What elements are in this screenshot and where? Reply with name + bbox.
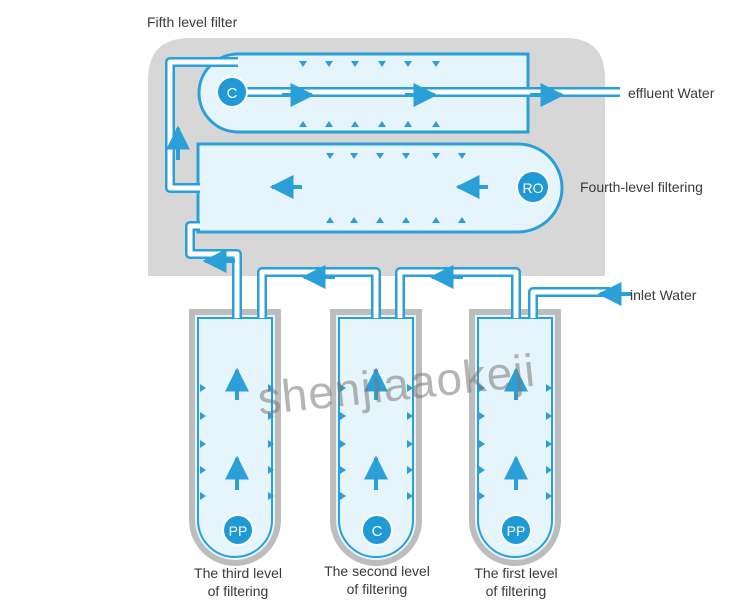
small-arrow-mark [404,121,412,127]
third-level-caption: The third level of filtering [168,564,308,600]
small-arrow-mark [404,61,412,67]
effluent-water-label: effluent Water [628,85,715,101]
second-inner-wall [338,317,414,558]
small-arrow-mark [325,121,333,127]
small-arrow-mark [432,153,440,159]
small-arrow-mark [200,412,206,420]
small-arrow-mark [458,217,466,223]
small-arrow-mark [268,384,274,392]
small-arrow-mark [432,217,440,223]
small-arrow-mark [326,153,334,159]
small-arrow-mark [378,61,386,67]
small-arrow-mark [407,412,413,420]
small-arrow-mark [432,121,440,127]
first-inner-wall [477,317,553,558]
third-inner-wall [197,317,273,558]
small-arrow-mark [546,440,552,448]
small-arrow-mark [340,412,346,420]
small-arrow-mark [479,492,485,500]
small-arrow-mark [350,217,358,223]
pp-third-label: PP [229,523,248,539]
third-level-caption-line1: The third level [194,565,282,581]
ro-filter-label: RO [523,180,544,196]
small-arrow-mark [326,217,334,223]
small-arrow-mark [340,440,346,448]
ro-filter-badge: RO [516,170,550,204]
small-arrow-mark [546,384,552,392]
small-arrow-mark [340,466,346,474]
pp-filter-badge-third: PP [222,514,254,546]
small-arrow-mark [479,384,485,392]
small-arrow-mark [376,153,384,159]
small-arrow-mark [479,440,485,448]
small-arrow-mark [299,121,307,127]
small-arrow-mark [407,466,413,474]
third-level-caption-line2: of filtering [207,583,269,599]
small-arrow-mark [350,153,358,159]
small-arrow-mark [200,466,206,474]
small-arrow-mark [402,153,410,159]
pp-filter-badge-first: PP [500,514,532,546]
c-filter-label: C [227,85,238,102]
second-level-caption: The second level of filtering [306,562,448,598]
small-arrow-mark [200,440,206,448]
small-arrow-mark [325,61,333,67]
ro-membrane-tube [196,142,564,234]
small-arrow-mark [546,466,552,474]
small-arrow-mark [340,492,346,500]
small-arrow-mark [407,384,413,392]
first-level-caption-line2: of filtering [485,583,547,599]
small-arrow-mark [299,61,307,67]
c-filter-badge-second: C [361,514,393,546]
small-arrow-mark [376,217,384,223]
small-arrow-mark [268,440,274,448]
small-arrow-mark [546,412,552,420]
small-arrow-mark [402,217,410,223]
small-arrow-mark [479,412,485,420]
small-flow-arrows [200,61,552,500]
small-arrow-mark [479,466,485,474]
c-second-label: C [372,523,383,540]
small-arrow-mark [268,466,274,474]
small-arrow-mark [351,121,359,127]
first-level-caption: The first level of filtering [448,564,584,600]
small-arrow-mark [432,61,440,67]
small-arrow-mark [200,384,206,392]
small-arrow-mark [458,153,466,159]
fourth-level-label: Fourth-level filtering [580,179,703,195]
inlet-water-label: inlet Water [630,287,697,303]
second-level-cartridge [330,309,422,566]
c-filter-badge-top: C [216,76,248,108]
small-arrow-mark [378,121,386,127]
second-level-caption-line1: The second level [324,563,430,579]
pp-first-label: PP [507,523,526,539]
second-level-caption-line2: of filtering [346,581,408,597]
fifth-level-label: Fifth level filter [147,14,238,30]
flow-arrows [166,83,632,490]
small-arrow-mark [268,492,274,500]
small-arrow-mark [340,384,346,392]
small-arrow-mark [351,61,359,67]
small-arrow-mark [407,492,413,500]
small-arrow-mark [268,412,274,420]
small-arrow-mark [200,492,206,500]
third-level-cartridge [189,309,281,566]
small-arrow-mark [407,440,413,448]
first-level-caption-line1: The first level [474,565,558,581]
small-arrow-mark [546,492,552,500]
first-level-cartridge [469,309,561,566]
